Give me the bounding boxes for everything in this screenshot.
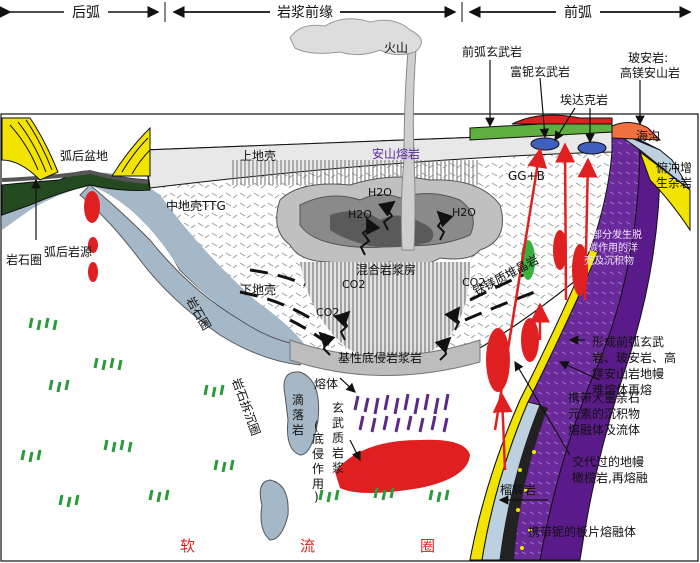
backarc-melt-1 [84, 191, 100, 223]
label-note-forearc-line3: 镁安山岩地幔 [592, 366, 664, 381]
accretionary-wedge [611, 129, 691, 191]
label-forearc-basalt: 前弧玄武岩 [462, 44, 522, 59]
label-metasomatized: 交代过的地幔 橄榄岩,再熔融 [572, 454, 648, 485]
label-backarc-source: 弧后岩源 [44, 244, 92, 259]
label-boninite-line1: 玻安岩: [628, 50, 668, 65]
melt-streaks [353, 393, 450, 433]
label-gg-b: GG+B [508, 169, 545, 183]
label-h2o-3: H2O [452, 206, 476, 219]
label-adakite: 埃达克岩 [560, 92, 608, 107]
volcano-plume [289, 18, 422, 56]
label-volcano: 火山 [384, 41, 408, 55]
label-sediment-line2: 元素的沉积物 [568, 406, 640, 421]
label-accretionary-line1: 俯冲增 [656, 160, 692, 175]
label-sediment-line3: 熔融体及流体 [568, 422, 640, 437]
label-back-arc: 后弧 [72, 5, 100, 21]
label-underplating-c6: ) [314, 490, 319, 504]
label-note-forearc-line2: 岩、玻安岩、高 [592, 350, 676, 365]
label-co2-3: CO2 [462, 276, 485, 289]
label-asthenosphere-c3: 圈 [420, 537, 435, 555]
melt-ascent-arrows [492, 142, 598, 471]
label-accretionary: 俯冲增 生杂岩 [656, 160, 696, 190]
label-underplating-c2: 底 [312, 431, 324, 446]
label-andesite-lava: 安山熔岩 [372, 146, 420, 161]
label-h2o-2: H2O [348, 208, 372, 221]
label-accretionary-line2: 生杂岩 [656, 175, 692, 190]
label-dripping-c1: 滴 [292, 392, 304, 407]
label-note-forearc-line4: 难熔体再熔 [592, 382, 652, 397]
label-slab-text-line3: 壳及沉积物 [584, 254, 634, 267]
label-h2o-1: H2O [368, 186, 392, 199]
label-co2-2: CO2 [316, 306, 339, 319]
label-basal-magma: 基性底侵岩浆岩 [338, 350, 422, 365]
yellow-fold-right [111, 126, 151, 177]
label-slab-text: 部分发生脱 碳作用的洋 壳及沉积物 [584, 228, 645, 267]
basaltic-magma-lens [335, 439, 470, 493]
label-basaltic-c2: 武 [332, 416, 344, 430]
label-co2-1: CO2 [342, 278, 365, 291]
label-dripping-c3: 岩 [292, 422, 304, 437]
label-basaltic-c5: 浆 [332, 460, 344, 475]
label-lith-delam: 岩石拆沉圈 [229, 376, 264, 438]
label-boninite: 玻安岩: 高镁安山岩 [620, 50, 680, 80]
label-basaltic-magma: 玄 武 质 岩 浆 [332, 400, 348, 475]
label-backarc-basin: 弧后盆地 [60, 149, 108, 163]
label-underplating-c3: 侵 [312, 446, 324, 461]
label-slab-text-line1: 部分发生脱 [592, 228, 642, 241]
asthenosphere-marks [20, 317, 450, 508]
label-basaltic-c4: 岩 [332, 445, 344, 460]
frame [0, 113, 699, 562]
label-asthenosphere-c1: 软 [180, 537, 195, 555]
label-underplating-c5: 用 [312, 477, 324, 491]
label-upper-crust: 上地壳 [240, 149, 276, 163]
label-nb-slab-melt: 携带铌的板片熔融体 [528, 524, 636, 539]
label-underplating-c4: 作 [312, 462, 324, 476]
region-header [0, 2, 692, 22]
label-trench: 海沟 [636, 128, 660, 143]
label-lower-crust: 下地壳 [240, 283, 276, 297]
label-note-forearc-line1: 形成前弧玄武 [592, 334, 664, 349]
label-asthenosphere: 软 流 圈 [180, 537, 435, 555]
label-underplating-c1: ( [314, 419, 319, 433]
label-fore-arc: 前弧 [564, 4, 592, 21]
adakite-lens [577, 141, 607, 155]
label-eclogite: 榴辉岩 [500, 482, 536, 497]
label-note-forearc: 形成前弧玄武 岩、玻安岩、高 镁安山岩地幔 难熔体再熔 [592, 334, 680, 397]
yellow-fold-left [1, 117, 59, 181]
leader-lines [31, 60, 645, 505]
label-asthenosphere-c2: 流 [300, 537, 315, 555]
label-lithosphere-left: 岩石圈 [6, 252, 42, 267]
label-sediment-line1: 携带大量亲石 [568, 390, 640, 405]
label-melt: 熔体 [314, 376, 338, 391]
label-slab-text-line2: 碳作用的洋 [588, 241, 638, 254]
label-magmatic-front: 岩浆前缘 [277, 4, 333, 21]
label-dripping-c2: 落 [292, 408, 304, 422]
label-nb-basalt: 富铌玄武岩 [510, 64, 570, 79]
label-mixed-magma: 混合岩浆房 [356, 262, 416, 277]
fluid-arrows [318, 200, 461, 361]
dripping-rock [283, 371, 320, 456]
label-dripping: 滴 落 岩 [292, 392, 308, 437]
label-boninite-line2: 高镁安山岩 [620, 65, 680, 80]
label-metasomatized-line2: 橄榄岩,再熔融 [572, 470, 648, 485]
label-metasomatized-line1: 交代过的地幔 [572, 454, 644, 469]
label-basaltic-c3: 质 [332, 431, 344, 445]
label-sediment-melts: 携带大量亲石 元素的沉积物 熔融体及流体 [568, 390, 644, 437]
label-basaltic-c1: 玄 [332, 400, 344, 415]
label-underplating: ( 底 侵 作 用 ) [312, 419, 328, 504]
label-middle-crust: 中地壳TTG [166, 198, 226, 213]
